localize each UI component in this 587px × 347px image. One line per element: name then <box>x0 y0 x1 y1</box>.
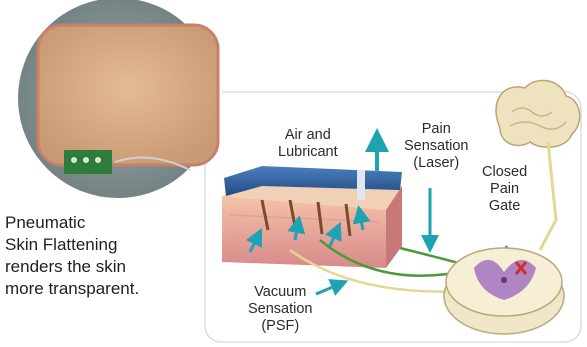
caption: Pneumatic Skin Flattening renders the sk… <box>5 212 139 300</box>
air-lubricant-label: Air and Lubricant <box>278 127 338 161</box>
caption-line: more transparent. <box>5 278 139 300</box>
skin-pad <box>38 25 218 165</box>
skin-cross-section <box>222 178 402 268</box>
caption-line: Skin Flattening <box>5 234 139 256</box>
vacuum-sensation-label: Vacuum Sensation (PSF) <box>248 284 313 335</box>
spinal-cord <box>444 248 564 334</box>
magnifier-circle <box>16 0 220 200</box>
caption-line: Pneumatic <box>5 212 139 234</box>
pain-sensation-label: Pain Sensation (Laser) <box>404 121 469 172</box>
caption-line: renders the skin <box>5 256 139 278</box>
closed-pain-gate-label: Closed Pain Gate <box>482 164 527 215</box>
